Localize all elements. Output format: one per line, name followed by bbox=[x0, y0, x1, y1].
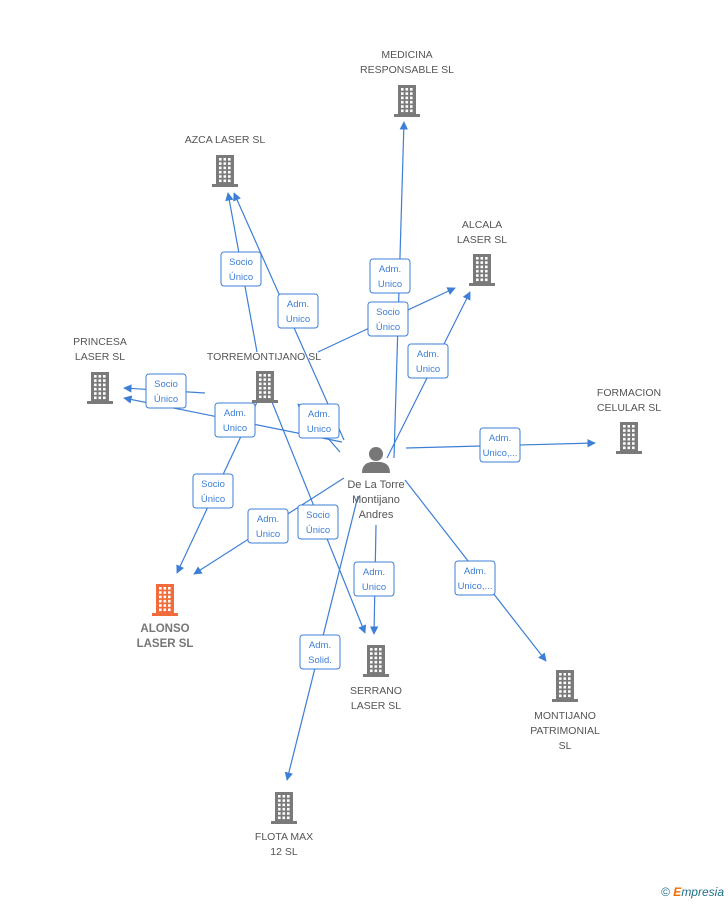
relation-label-text: Socio bbox=[229, 257, 253, 268]
relation-label-person-alonso[interactable]: Adm. Unico bbox=[247, 508, 289, 544]
relation-label-box bbox=[277, 293, 319, 329]
relation-label-person-azca[interactable]: Adm. Unico bbox=[277, 293, 319, 329]
relation-label-person-formacion[interactable]: Adm. Unico,... bbox=[479, 427, 521, 463]
relation-label-text: Unico,... bbox=[483, 448, 518, 459]
relation-label-box bbox=[369, 258, 411, 294]
relation-label-text: Adm. bbox=[308, 409, 330, 420]
relation-label-text: Único bbox=[201, 494, 225, 505]
relation-label-text: Único bbox=[154, 394, 178, 405]
relation-label-box bbox=[454, 560, 496, 596]
relation-label-box bbox=[145, 373, 187, 409]
brand-name: mpresia bbox=[681, 885, 724, 899]
relation-label-box bbox=[479, 427, 521, 463]
relation-label-text: Adm. bbox=[257, 514, 279, 525]
relation-label-text: Adm. bbox=[379, 264, 401, 275]
relation-label-text: Adm. bbox=[417, 349, 439, 360]
relation-label-person-montijano[interactable]: Adm. Unico,... bbox=[454, 560, 496, 596]
relation-label-text: Socio bbox=[201, 479, 225, 490]
relation-label-person-princesa[interactable]: Adm. Unico bbox=[214, 402, 256, 438]
relation-label-box bbox=[247, 508, 289, 544]
relation-label-text: Socio bbox=[154, 379, 178, 390]
company-building-icon-serrano[interactable] bbox=[363, 645, 389, 677]
relation-label-text: Socio bbox=[376, 307, 400, 318]
relation-label-text: Unico bbox=[223, 423, 247, 434]
relation-label-box bbox=[353, 561, 395, 597]
relation-label-text: Adm. bbox=[464, 566, 486, 577]
empresia-watermark: © Empresia bbox=[661, 885, 724, 899]
relation-label-text: Único bbox=[306, 525, 330, 536]
relation-label-box bbox=[367, 301, 409, 337]
brand-initial: E bbox=[673, 885, 682, 899]
copyright-icon: © bbox=[661, 885, 670, 899]
relation-label-person-alcala[interactable]: Adm. Unico bbox=[407, 343, 449, 379]
relation-label-text: Adm. bbox=[363, 567, 385, 578]
relation-label-box bbox=[297, 504, 339, 540]
relation-label-box bbox=[220, 251, 262, 287]
relation-label-box bbox=[299, 634, 341, 670]
company-building-icon-flota[interactable] bbox=[271, 792, 297, 824]
company-building-icon-torremontijano[interactable] bbox=[252, 371, 278, 403]
company-label-torremontijano[interactable]: TORREMONTIJANO SL bbox=[206, 351, 322, 363]
relation-label-text: Unico bbox=[307, 424, 331, 435]
relation-label-text: Unico bbox=[362, 582, 386, 593]
company-label-azca[interactable]: AZCA LASER SL bbox=[184, 134, 266, 146]
relation-label-text: Adm. bbox=[489, 433, 511, 444]
center-person-name[interactable]: De La Torre Montijano Andres bbox=[347, 479, 405, 521]
relation-label-text: Único bbox=[229, 272, 253, 283]
company-building-icon-azca[interactable] bbox=[212, 155, 238, 187]
relation-label-box bbox=[192, 473, 234, 509]
relation-label-box bbox=[298, 403, 340, 439]
company-building-icon-princesa[interactable] bbox=[87, 372, 113, 404]
relation-label-text: Adm. bbox=[309, 640, 331, 651]
company-building-icon-alcala[interactable] bbox=[469, 254, 495, 286]
company-building-icon-formacion[interactable] bbox=[616, 422, 642, 454]
relation-label-person-flota[interactable]: Adm. Solid. bbox=[299, 634, 341, 670]
relation-label-text: Unico bbox=[416, 364, 440, 375]
relation-label-box bbox=[407, 343, 449, 379]
relation-label-text: Socio bbox=[306, 510, 330, 521]
relation-label-text: Solid. bbox=[308, 655, 332, 666]
relation-label-text: Unico bbox=[378, 279, 402, 290]
relation-label-text: Adm. bbox=[287, 299, 309, 310]
company-building-icon-montijano[interactable] bbox=[552, 670, 578, 702]
relation-label-person-medicina[interactable]: Adm. Unico bbox=[369, 258, 411, 294]
person-icon[interactable] bbox=[362, 447, 390, 473]
company-building-icon-alonso[interactable] bbox=[152, 584, 178, 616]
relation-label-text: Unico,... bbox=[458, 581, 493, 592]
relation-label-box bbox=[214, 402, 256, 438]
relation-label-text: Unico bbox=[286, 314, 310, 325]
relation-label-person-serrano[interactable]: Adm. Unico bbox=[353, 561, 395, 597]
relation-label-text: Adm. bbox=[224, 408, 246, 419]
relation-label-text: Único bbox=[376, 322, 400, 333]
relation-label-person-torremontijano[interactable]: Adm. Unico bbox=[298, 403, 340, 439]
company-building-icon-medicina[interactable] bbox=[394, 85, 420, 117]
relation-label-text: Unico bbox=[256, 529, 280, 540]
